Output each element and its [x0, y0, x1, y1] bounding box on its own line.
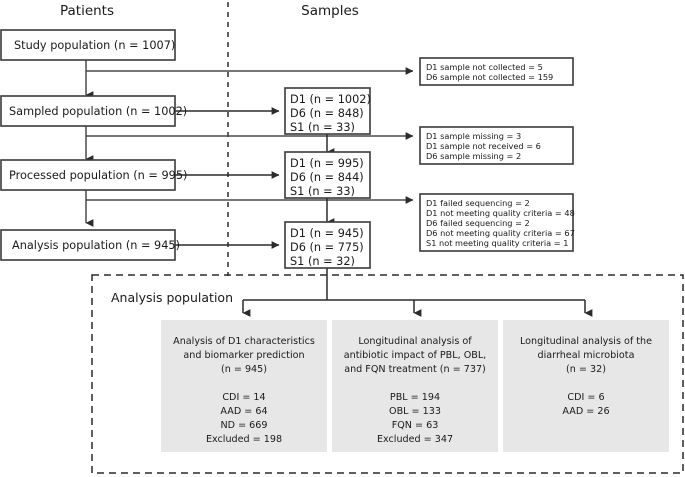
exclusion-line: D6 sample missing = 2 [426, 151, 521, 161]
patient-box-analysis-population: Analysis population (n = 945) [0, 229, 180, 261]
panel-stat-line: Excluded = 347 [377, 434, 453, 445]
panel-heading-line: and FQN treatment (n = 737) [344, 364, 486, 375]
panel-heading-line: diarrheal microbiota [538, 350, 635, 361]
exclusion-box-1: D1 sample not collected = 5 D6 sample no… [419, 57, 574, 86]
patient-box-processed-population: Processed population (n = 995) [0, 159, 187, 191]
analysis-population-title: Analysis population [111, 290, 233, 305]
sample-box-line-d1: D1 (n = 1002) [290, 93, 371, 106]
exclusion-line: D1 failed sequencing = 2 [426, 198, 530, 208]
column-header-patients: Patients [60, 3, 114, 19]
panel-stat-line: PBL = 194 [390, 392, 440, 403]
patient-box-label: Sampled population (n = 1002) [9, 105, 187, 118]
sample-box-3: D1 (n = 945) D6 (n = 775) S1 (n = 32) [284, 221, 371, 269]
panel-heading-line: Longitudinal analysis of the [520, 336, 652, 347]
column-header-samples: Samples [301, 3, 359, 19]
patient-box-label: Study population (n = 1007) [14, 39, 175, 52]
analysis-panel-2: Longitudinal analysis of antibiotic impa… [332, 320, 498, 452]
analysis-panel-3: Longitudinal analysis of the diarrheal m… [503, 320, 669, 452]
panel-stat-line: AAD = 26 [562, 406, 609, 417]
panel-stat-line: AAD = 64 [220, 406, 267, 417]
panel-stat-line: ND = 669 [220, 420, 267, 431]
panel-heading-line: Analysis of D1 characteristics [173, 336, 315, 347]
sample-box-1: D1 (n = 1002) D6 (n = 848) S1 (n = 33) [284, 87, 371, 135]
panel-heading-line: and biomarker prediction [183, 350, 304, 361]
analysis-population-region [91, 274, 684, 474]
panel-heading-line: antibiotic impact of PBL, OBL, [344, 350, 486, 361]
sample-box-line-d1: D1 (n = 945) [290, 227, 364, 240]
panel-stat-line: CDI = 6 [567, 392, 604, 403]
sample-box-line-s1: S1 (n = 33) [290, 121, 355, 134]
exclusion-line: S1 not meeting quality criteria = 1 [426, 238, 568, 248]
sample-box-line-d6: D6 (n = 775) [290, 241, 364, 254]
exclusion-line: D1 sample not collected = 5 [426, 62, 543, 72]
exclusion-line: D6 failed sequencing = 2 [426, 218, 530, 228]
sample-box-line-d6: D6 (n = 844) [290, 171, 364, 184]
sample-box-line-d1: D1 (n = 995) [290, 157, 364, 170]
panel-stat-line: CDI = 14 [222, 392, 265, 403]
panel-heading-line: Longitudinal analysis of [358, 336, 472, 347]
exclusion-box-2: D1 sample missing = 3 D1 sample not rece… [419, 126, 574, 165]
patient-box-label: Processed population (n = 995) [9, 169, 187, 182]
panel-heading-line: (n = 32) [566, 364, 606, 375]
exclusion-line: D1 sample missing = 3 [426, 131, 521, 141]
panel-stat-line: OBL = 133 [389, 406, 441, 417]
exclusion-line: D1 sample not received = 6 [426, 141, 541, 151]
sample-box-line-s1: S1 (n = 32) [290, 255, 355, 268]
patient-box-label: Analysis population (n = 945) [12, 239, 180, 252]
exclusion-line: D6 sample not collected = 159 [426, 72, 553, 82]
exclusion-box-3: D1 failed sequencing = 2 D1 not meeting … [419, 193, 575, 252]
panel-stat-line: FQN = 63 [392, 420, 439, 431]
sample-box-2: D1 (n = 995) D6 (n = 844) S1 (n = 33) [284, 151, 371, 199]
panel-stat-line: Excluded = 198 [206, 434, 282, 445]
analysis-panel-1: Analysis of D1 characteristics and bioma… [161, 320, 327, 452]
exclusion-line: D6 not meeting quality criteria = 67 [426, 228, 575, 238]
patient-box-study-population: Study population (n = 1007) [0, 29, 176, 61]
panel-heading-line: (n = 945) [221, 364, 267, 375]
exclusion-line: D1 not meeting quality criteria = 48 [426, 208, 575, 218]
sample-box-line-s1: S1 (n = 33) [290, 185, 355, 198]
patient-box-sampled-population: Sampled population (n = 1002) [0, 95, 187, 127]
sample-box-line-d6: D6 (n = 848) [290, 107, 364, 120]
